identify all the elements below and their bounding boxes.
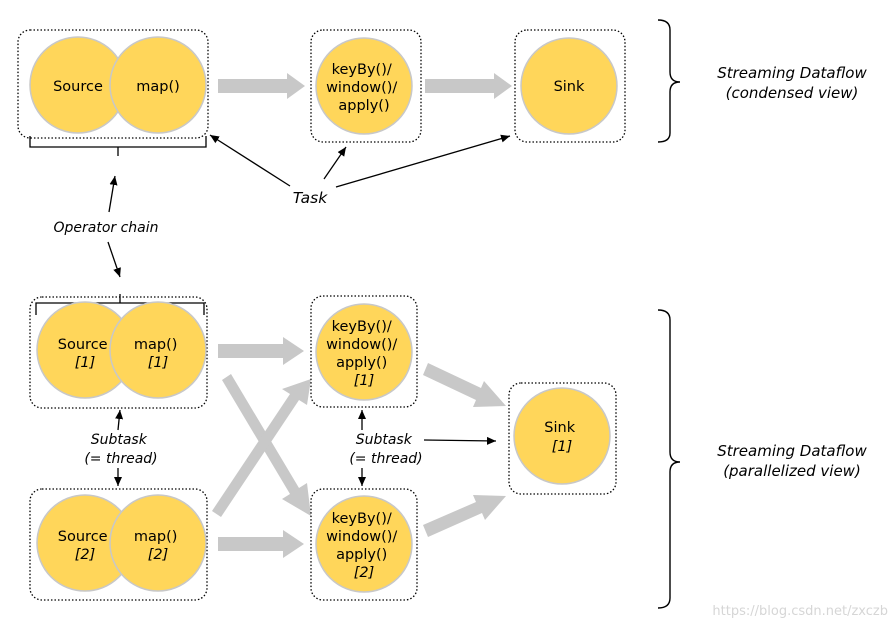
watermark: https://blog.csdn.net/zxczb	[712, 604, 888, 619]
keyby-line-3: apply()	[338, 98, 389, 114]
map-2-index: [2]	[148, 547, 169, 563]
keyby-2-line-3: apply()	[336, 547, 387, 563]
task-box-source-map-2	[29, 488, 208, 601]
keyby-1-index: [1]	[354, 373, 375, 389]
operator-chain-label: Operator chain	[53, 220, 158, 236]
sink-1-label: Sink [1]	[544, 420, 579, 455]
task-label: Task	[293, 189, 328, 207]
source-1-label: Source [1]	[58, 337, 112, 371]
condensed-view-subtitle: (condensed view)	[726, 84, 859, 102]
condensed-view-title: Streaming Dataflow	[717, 64, 867, 82]
task-box-keyby-2	[310, 488, 418, 601]
flow-arrow	[212, 379, 311, 517]
task-box-sink-1	[508, 382, 617, 495]
flow-arrow	[218, 73, 305, 99]
sink-node	[520, 37, 618, 135]
keyby-1-line-2: window()/	[326, 337, 397, 353]
map-1-index: [1]	[148, 355, 169, 371]
subtask-pointer-up	[115, 409, 124, 431]
task-box-keyby-1	[310, 295, 418, 408]
map-1-name: map()	[134, 337, 178, 353]
map-label: map()	[136, 79, 180, 95]
keyby-label: keyBy()/ window()/ apply()	[326, 62, 402, 114]
operator-chain-brace-top	[29, 136, 207, 156]
sink-1-index: [1]	[552, 439, 573, 455]
task-pointer	[335, 134, 511, 188]
operator-chain-annotation: Operator chain	[53, 175, 159, 278]
map-node	[109, 36, 207, 134]
subtask-middle-line-1: Subtask	[356, 432, 413, 448]
subtask-label-middle: Subtask (= thread)	[349, 432, 422, 467]
subtask-middle-line-2: (= thread)	[349, 451, 422, 467]
task-box-sink	[514, 29, 626, 143]
flow-arrow	[218, 337, 304, 365]
keyby-2-label: keyBy()/ window()/ apply() [2]	[326, 511, 402, 581]
keyby-2-index: [2]	[354, 565, 375, 581]
flow-arrow	[218, 530, 304, 558]
condensed-view-bracket	[657, 19, 681, 143]
condensed-view: Source map() keyBy()/ window()/ apply() …	[17, 19, 867, 207]
task-pointer	[323, 146, 347, 180]
sink-label: Sink	[554, 79, 585, 95]
subtask-label-left: Subtask (= thread)	[84, 432, 157, 467]
subtask-pointer-right	[423, 436, 497, 445]
parallelized-view-subtitle: (parallelized view)	[723, 462, 861, 480]
parallelized-view-title: Streaming Dataflow	[717, 442, 867, 460]
keyby-1-line-3: apply()	[336, 355, 387, 371]
keyby-2-line-1: keyBy()/	[332, 511, 392, 527]
flow-arrow	[425, 73, 512, 99]
map-node-1	[109, 301, 207, 399]
source-2-name: Source	[58, 529, 108, 545]
map-1-label: map() [1]	[134, 337, 182, 371]
flow-arrow	[423, 363, 506, 407]
source-2-label: Source [2]	[58, 529, 112, 563]
keyby-node	[315, 37, 413, 135]
keyby-2-line-2: window()/	[326, 529, 397, 545]
keyby-1-label: keyBy()/ window()/ apply() [1]	[326, 319, 402, 389]
parallelized-view: Source [1] map() [1] keyBy()/ window()/ …	[29, 294, 867, 609]
task-box-source-map-1	[29, 296, 208, 409]
sink-node-1	[513, 387, 611, 485]
operator-chain-pointer-up	[108, 175, 118, 213]
map-node-2	[109, 494, 207, 592]
sink-1-name: Sink	[544, 420, 575, 436]
source-2-index: [2]	[75, 547, 96, 563]
task-pointer	[209, 134, 291, 187]
source-1-name: Source	[58, 337, 108, 353]
operator-chain-brace-bottom	[35, 294, 205, 315]
keyby-node-2	[315, 495, 413, 593]
subtask-left-line-2: (= thread)	[84, 451, 157, 467]
flow-arrow	[423, 495, 506, 537]
keyby-line-2: window()/	[326, 80, 397, 96]
map-2-label: map() [2]	[134, 529, 182, 563]
map-2-name: map()	[134, 529, 178, 545]
keyby-line-1: keyBy()/	[332, 62, 392, 78]
parallelized-view-bracket	[657, 309, 681, 609]
operator-chain-pointer-down	[107, 241, 121, 278]
keyby-1-line-1: keyBy()/	[332, 319, 392, 335]
source-1-index: [1]	[75, 355, 96, 371]
subtask-left-line-1: Subtask	[91, 432, 148, 448]
keyby-node-1	[315, 303, 413, 401]
task-box-keyby	[310, 29, 422, 143]
source-label: Source	[53, 79, 103, 95]
